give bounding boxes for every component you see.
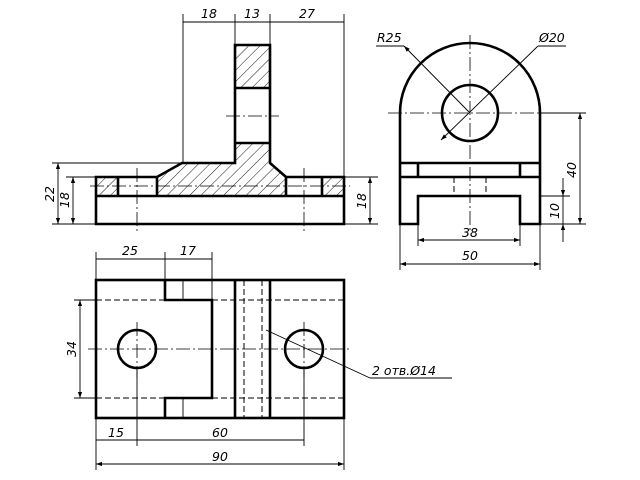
dim-top-27: 27 (299, 6, 315, 21)
dim-top-18: 18 (201, 6, 217, 21)
left-section-hatch (96, 177, 118, 196)
side-outline (398, 41, 542, 226)
rib-top-hatch (235, 45, 270, 88)
right-section-hatch (322, 177, 344, 196)
dim-bottom-15: 15 (108, 425, 124, 440)
dim-width-38: 38 (462, 225, 478, 240)
dim-bottom-90: 90 (212, 449, 228, 464)
dim-left-22: 22 (42, 186, 57, 202)
holes-note: 2 отв.Ø14 (372, 363, 436, 378)
front-outline (94, 43, 346, 226)
dim-height-40: 40 (564, 162, 579, 178)
top-view: 25 17 34 15 60 90 2 отв.Ø14 (64, 243, 452, 470)
dim-width-50: 50 (462, 248, 478, 263)
dim-top-25: 25 (122, 243, 138, 258)
hole-diameter-leader (440, 45, 539, 141)
dim-top-13: 13 (244, 6, 260, 21)
dim-left-34: 34 (64, 341, 79, 357)
center-section-hatch (157, 143, 286, 196)
dim-top-17: 17 (180, 243, 196, 258)
dim-bottom-60: 60 (212, 425, 228, 440)
dim-radius: R25 (377, 30, 402, 45)
dim-height-10: 10 (547, 203, 562, 219)
front-view: 18 13 27 22 18 18 (42, 6, 378, 232)
r25-leader (403, 45, 471, 114)
dim-right-18: 18 (354, 193, 369, 209)
dim-hole-diameter: Ø20 (538, 30, 565, 45)
side-view: R25 Ø20 40 10 38 50 (376, 30, 586, 270)
holes-leader (265, 329, 371, 379)
dim-left-18: 18 (57, 192, 72, 208)
